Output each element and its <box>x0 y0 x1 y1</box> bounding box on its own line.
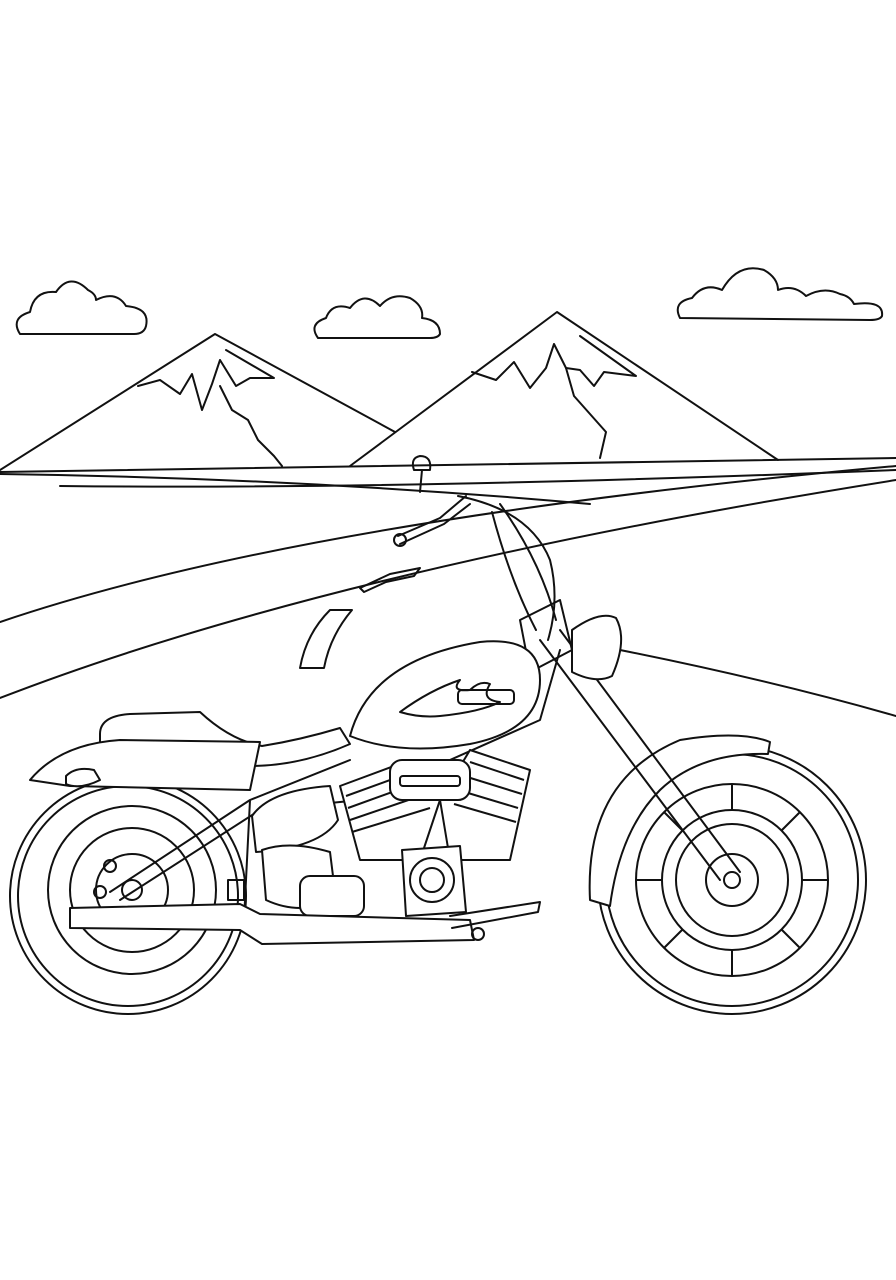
rear-fender <box>29 739 261 791</box>
headlight <box>571 614 623 681</box>
motorcycle <box>9 455 867 1015</box>
exhaust-pipe <box>69 903 475 945</box>
cloud-right <box>676 267 884 321</box>
air-cleaner <box>389 759 471 801</box>
mountains <box>0 311 779 471</box>
cloud-left <box>15 280 148 335</box>
road <box>0 457 896 717</box>
fuel-tank <box>349 640 541 750</box>
front-fender <box>588 734 771 907</box>
cloud-middle <box>313 295 441 339</box>
engine <box>261 749 531 917</box>
